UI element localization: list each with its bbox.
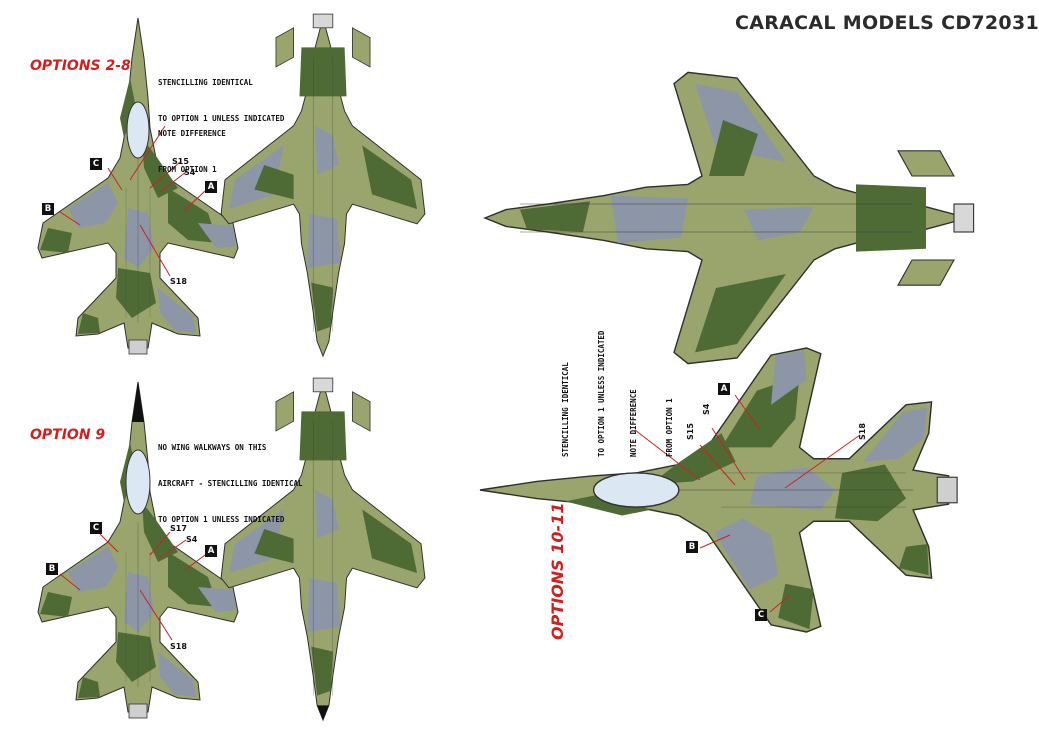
leader-lines-right bbox=[634, 394, 861, 613]
note-line: STENCILLING IDENTICAL bbox=[158, 78, 253, 87]
callout-s4: S4 bbox=[702, 403, 711, 415]
callout-s18: S18 bbox=[170, 642, 187, 651]
callout-s4: S4 bbox=[186, 535, 198, 544]
leader-lines-top-left bbox=[59, 125, 206, 277]
note-line: AIRCRAFT - STENCILLING IDENTICAL bbox=[158, 479, 303, 488]
callout-b: B bbox=[42, 203, 54, 215]
callout-c: C bbox=[755, 609, 767, 621]
callout-a: A bbox=[718, 383, 730, 395]
walkways-note: NO WING WALKWAYS ON THIS AIRCRAFT - STEN… bbox=[158, 418, 303, 550]
option-title: OPTIONS 2-8 bbox=[30, 58, 131, 74]
callout-b: B bbox=[686, 541, 698, 553]
leader-lines-bottom-left bbox=[59, 531, 206, 641]
note-line: TO OPTION 1 UNLESS INDICATED bbox=[158, 515, 285, 524]
callout-s17: S17 bbox=[170, 524, 187, 533]
callout-b: B bbox=[46, 563, 58, 575]
callout-s4: S4 bbox=[184, 168, 196, 177]
option-10-11-bottom-view bbox=[484, 71, 975, 365]
option-9-bottom-view bbox=[220, 377, 426, 721]
callout-a: A bbox=[205, 181, 217, 193]
note-line: NOTE DIFFERENCE bbox=[158, 129, 226, 138]
option-2-8-top-view bbox=[37, 17, 239, 355]
callout-s15: S15 bbox=[686, 423, 695, 440]
note-line: TO OPTION 1 UNLESS INDICATED bbox=[158, 114, 285, 123]
note-line: STENCILLING IDENTICAL bbox=[561, 362, 570, 457]
brand-title: CARACAL MODELS CD72031 bbox=[735, 12, 1039, 34]
note-line: FROM OPTION 1 bbox=[158, 165, 217, 174]
option-title: OPTION 9 bbox=[30, 427, 106, 443]
note-line: FROM OPTION 1 bbox=[665, 398, 674, 457]
note-line: NO WING WALKWAYS ON THIS bbox=[158, 443, 267, 452]
option-title: OPTIONS 10-11 bbox=[548, 502, 567, 640]
callout-s18: S18 bbox=[170, 277, 187, 286]
stencil-note: STENCILLING IDENTICAL TO OPTION 1 UNLESS… bbox=[158, 53, 284, 149]
option-10-11-top-view bbox=[479, 347, 958, 633]
callout-s18: S18 bbox=[858, 423, 867, 440]
aircraft-drawings bbox=[37, 13, 975, 721]
option-9-top-view bbox=[37, 381, 239, 719]
decal-instruction-sheet: CARACAL MODELS CD72031 bbox=[30, 12, 1039, 721]
note-line: NOTE DIFFERENCE bbox=[629, 389, 638, 457]
callout-s15: S15 bbox=[172, 157, 189, 166]
callout-a: A bbox=[205, 545, 217, 557]
difference-note: NOTE DIFFERENCE FROM OPTION 1 bbox=[158, 104, 226, 200]
callout-c: C bbox=[90, 522, 102, 534]
callout-c: C bbox=[90, 158, 102, 170]
